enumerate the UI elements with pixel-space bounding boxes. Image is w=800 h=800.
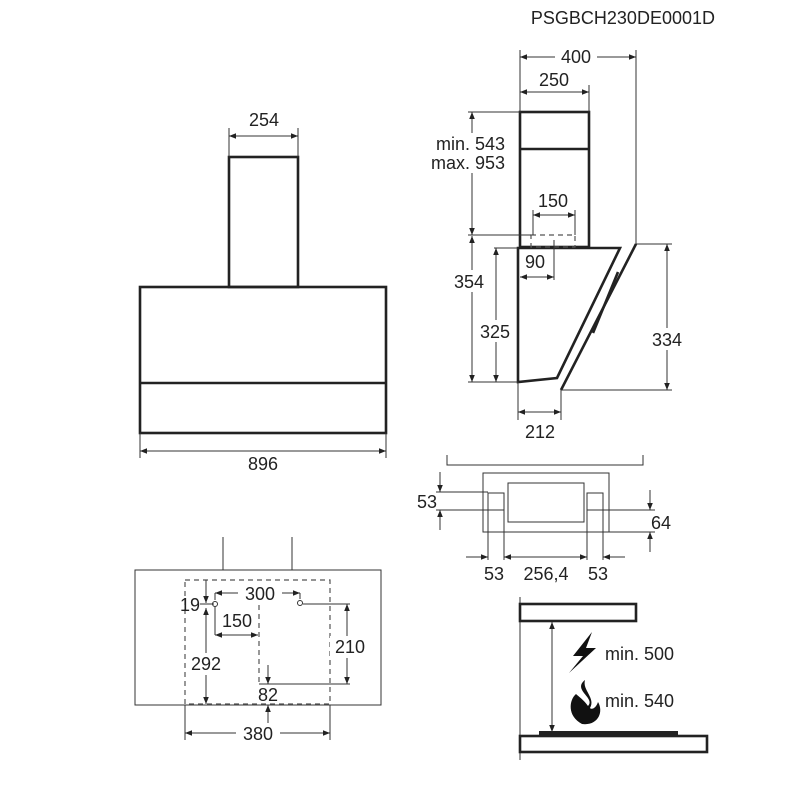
dim-outlet-width: 150 [538,191,568,211]
worktop [518,734,709,754]
dim-hood-height: 354 [454,272,484,292]
dim-top-offset: 19 [180,595,200,615]
bracket-right [586,492,604,511]
dim-template-width: 380 [243,724,273,744]
hob [539,731,678,736]
hood-body [138,285,388,435]
dim-total-depth: 400 [561,47,591,67]
dim-chimney-depth: 250 [539,70,569,90]
chimney-side [518,110,591,249]
flame-icon [570,680,601,725]
dim-body-height: 325 [480,322,510,342]
dim-hood-width: 896 [248,454,278,474]
front-view: 254 896 [138,110,388,475]
dim-vertical-spacing: 210 [335,637,365,657]
dim-screw-spacing: 300 [245,584,275,604]
dim-chimney-max: max. 953 [431,153,505,173]
top-view: 53 64 53 256,4 53 [417,455,671,584]
chimney [227,155,300,289]
document-code: PSGBCH230DE0001D [531,8,715,28]
dim-left-bracket: 53 [484,564,504,584]
dim-bracket-height: 53 [417,492,437,512]
lightning-icon [569,632,596,673]
dim-chimney-width: 254 [249,110,279,130]
dim-outlet-offset: 90 [525,252,545,272]
bracket-left [487,492,505,511]
gas-clearance: min. 540 [605,691,674,711]
hood-cabinet [518,602,638,623]
electric-clearance: min. 500 [605,644,674,664]
dim-total-height: 292 [191,654,221,674]
dim-bracket-offset: 64 [651,513,671,533]
dim-glass-height: 334 [652,330,682,350]
screw-hole [297,600,303,606]
dim-right-bracket: 53 [588,564,608,584]
dim-between-brackets: 256,4 [523,564,568,584]
clearance-diagram: min. 500 min. 540 [518,597,709,760]
side-view: 400 250 min. 543 max. 953 150 90 354 325… [418,44,688,442]
dim-bottom-depth: 212 [525,422,555,442]
dim-chimney-min: min. 543 [436,134,505,154]
mounting-template: 300 19 150 292 210 82 380 [134,537,382,745]
hood-side [516,246,623,384]
dim-center-offset: 150 [222,611,252,631]
dim-bottom-offset: 82 [258,685,278,705]
